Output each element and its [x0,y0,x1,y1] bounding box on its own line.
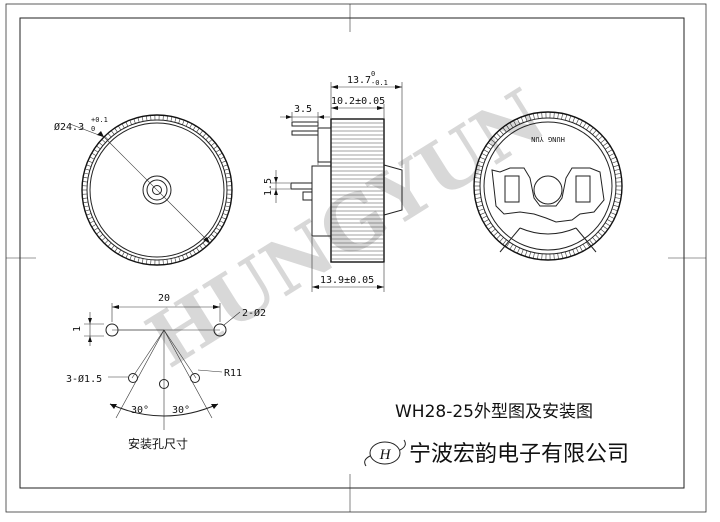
overall-width-tol-upper: 0 [371,70,375,78]
radius-label: R11 [224,368,242,379]
small-hole-left [128,373,138,383]
side-ribs [331,122,384,260]
big-holes-label: 2-Ø2 [242,307,266,319]
angle-left-label: 30° [131,405,149,416]
center-marks [6,4,706,512]
edge-label: 1 [72,326,83,332]
watermark: HUNGYUN [133,73,560,385]
overall-width-tol-lower: -0.1 [371,79,388,87]
angle-right-label: 30° [172,405,190,416]
small-holes-label: 3-Ø1.5 [66,373,102,385]
company-logo: H [364,439,406,467]
small-hole-right [190,373,200,383]
spacing-label: 20 [158,293,170,304]
back-view: HUNG YUN [473,111,623,261]
mounting-caption: 安装孔尺寸 [128,436,188,451]
front-diameter-tol-lower: 0 [91,125,95,133]
back-marking-text: HUNG YUN [531,135,565,143]
front-diameter-label: Ø24.3 [54,121,84,133]
side-view: 13.7 0 -0.1 10.2±0.05 3.5 1.5 13.9±0.05 [263,70,403,292]
inner-frame [19,17,685,489]
front-knurl [82,115,232,265]
front-diameter-tol-upper: +0.1 [91,116,108,124]
front-view: Ø24.3 +0.1 0 [54,114,233,266]
pin-offset-label: 1.5 [263,178,274,196]
title-block: WH28-25外型图及安装图 H 宁波宏韵电子有限公司 [364,402,629,467]
company-name: 宁波宏韵电子有限公司 [409,442,629,467]
overall-width-label: 13.7 [347,75,371,86]
body-width-label: 10.2±0.05 [331,96,385,107]
pin-length-label: 3.5 [294,104,312,115]
small-hole-center [159,379,169,389]
mounting-diagram: 20 1 2-Ø2 R11 3-Ø1.5 [66,293,266,451]
drawing-title: WH28-25外型图及安装图 [395,402,593,422]
back-knurl [474,112,622,260]
logo-letter: H [379,447,392,463]
base-width-label: 13.9±0.05 [320,275,374,286]
